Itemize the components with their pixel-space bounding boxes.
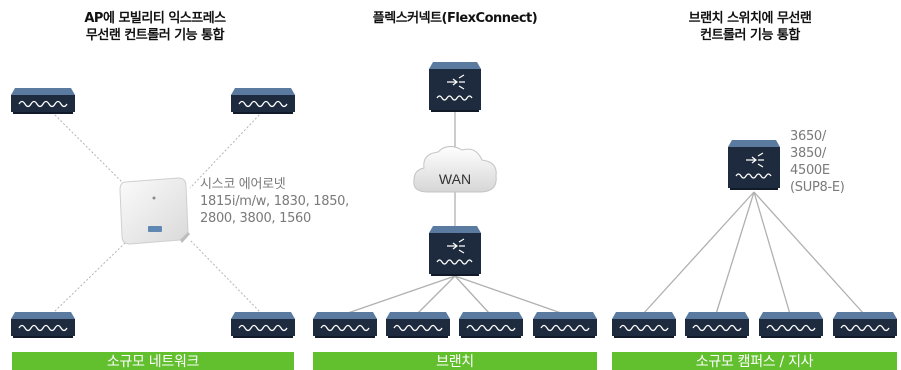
layer3-switch-icon <box>429 62 481 112</box>
campus-link-3 <box>753 191 791 315</box>
campus-link-1 <box>642 191 755 315</box>
title-line: 브랜치 스위치에 무선랜 <box>688 11 812 26</box>
note-line: 2800, 3800, 1560 <box>200 211 311 226</box>
wan-label: WAN <box>438 171 472 187</box>
title-line: 무선랜 컨트롤러 기능 통합 <box>85 28 225 43</box>
layer2-switch-icon <box>685 312 749 338</box>
wan-cloud-icon <box>413 146 497 193</box>
access-point-icon <box>119 177 190 245</box>
note-line: 3850/ <box>790 146 826 161</box>
layer2-switch-icon <box>459 312 523 338</box>
note-line: 4500E <box>790 163 830 178</box>
ap-link-bottom-left <box>51 239 129 315</box>
footer-bar-branch: 브랜치 <box>313 352 597 370</box>
note-line: 1815i/m/w, 1830, 1850, <box>200 194 349 209</box>
note-line: 시스코 에어로넷 <box>200 177 286 192</box>
layer2-switch-icon <box>759 312 823 338</box>
column-title-campus: 브랜치 스위치에 무선랜 컨트롤러 기능 통합 <box>630 10 870 44</box>
layer2-switch-icon <box>11 88 75 114</box>
title-line: 컨트롤러 기능 통합 <box>700 28 800 43</box>
title-line: 플렉스커넥트(FlexConnect) <box>372 11 538 26</box>
footer-bar-campus: 소규모 캠퍼스 / 지사 <box>612 352 897 370</box>
layer2-switch-icon <box>386 312 450 338</box>
campus-link-4 <box>753 191 865 315</box>
layer2-switch-icon <box>231 88 295 114</box>
flex-link-3 <box>454 275 491 315</box>
layer2-switch-icon <box>612 312 676 338</box>
flex-link-4 <box>454 275 565 315</box>
branch-switch-model-note: 3650/ 3850/ 4500E (SUP8-E) <box>790 128 890 196</box>
flex-link-1 <box>344 275 456 315</box>
layer3-switch-icon <box>728 140 780 190</box>
flex-link-2 <box>416 275 456 315</box>
column-title-small-network: AP에 모빌리티 익스프레스 무선랜 컨트롤러 기능 통합 <box>20 10 290 44</box>
layer2-switch-icon <box>313 312 377 338</box>
campus-link-2 <box>715 191 755 315</box>
layer2-switch-icon <box>533 312 597 338</box>
title-line: AP에 모빌리티 익스프레스 <box>84 11 226 26</box>
ap-link-top-right <box>189 111 263 189</box>
footer-bar-small-network: 소규모 네트워크 <box>12 352 294 370</box>
ap-link-top-left <box>51 111 129 189</box>
ap-link-bottom-right <box>189 239 263 315</box>
ap-model-note: 시스코 에어로넷 1815i/m/w, 1830, 1850, 2800, 38… <box>200 176 370 227</box>
layer2-switch-icon <box>833 312 897 338</box>
layer3-switch-icon <box>429 226 481 276</box>
column-title-branch: 플렉스커넥트(FlexConnect) <box>330 10 580 27</box>
note-line: (SUP8-E) <box>790 180 845 195</box>
layer2-switch-icon <box>11 312 75 338</box>
layer2-switch-icon <box>231 312 295 338</box>
note-line: 3650/ <box>790 129 826 144</box>
